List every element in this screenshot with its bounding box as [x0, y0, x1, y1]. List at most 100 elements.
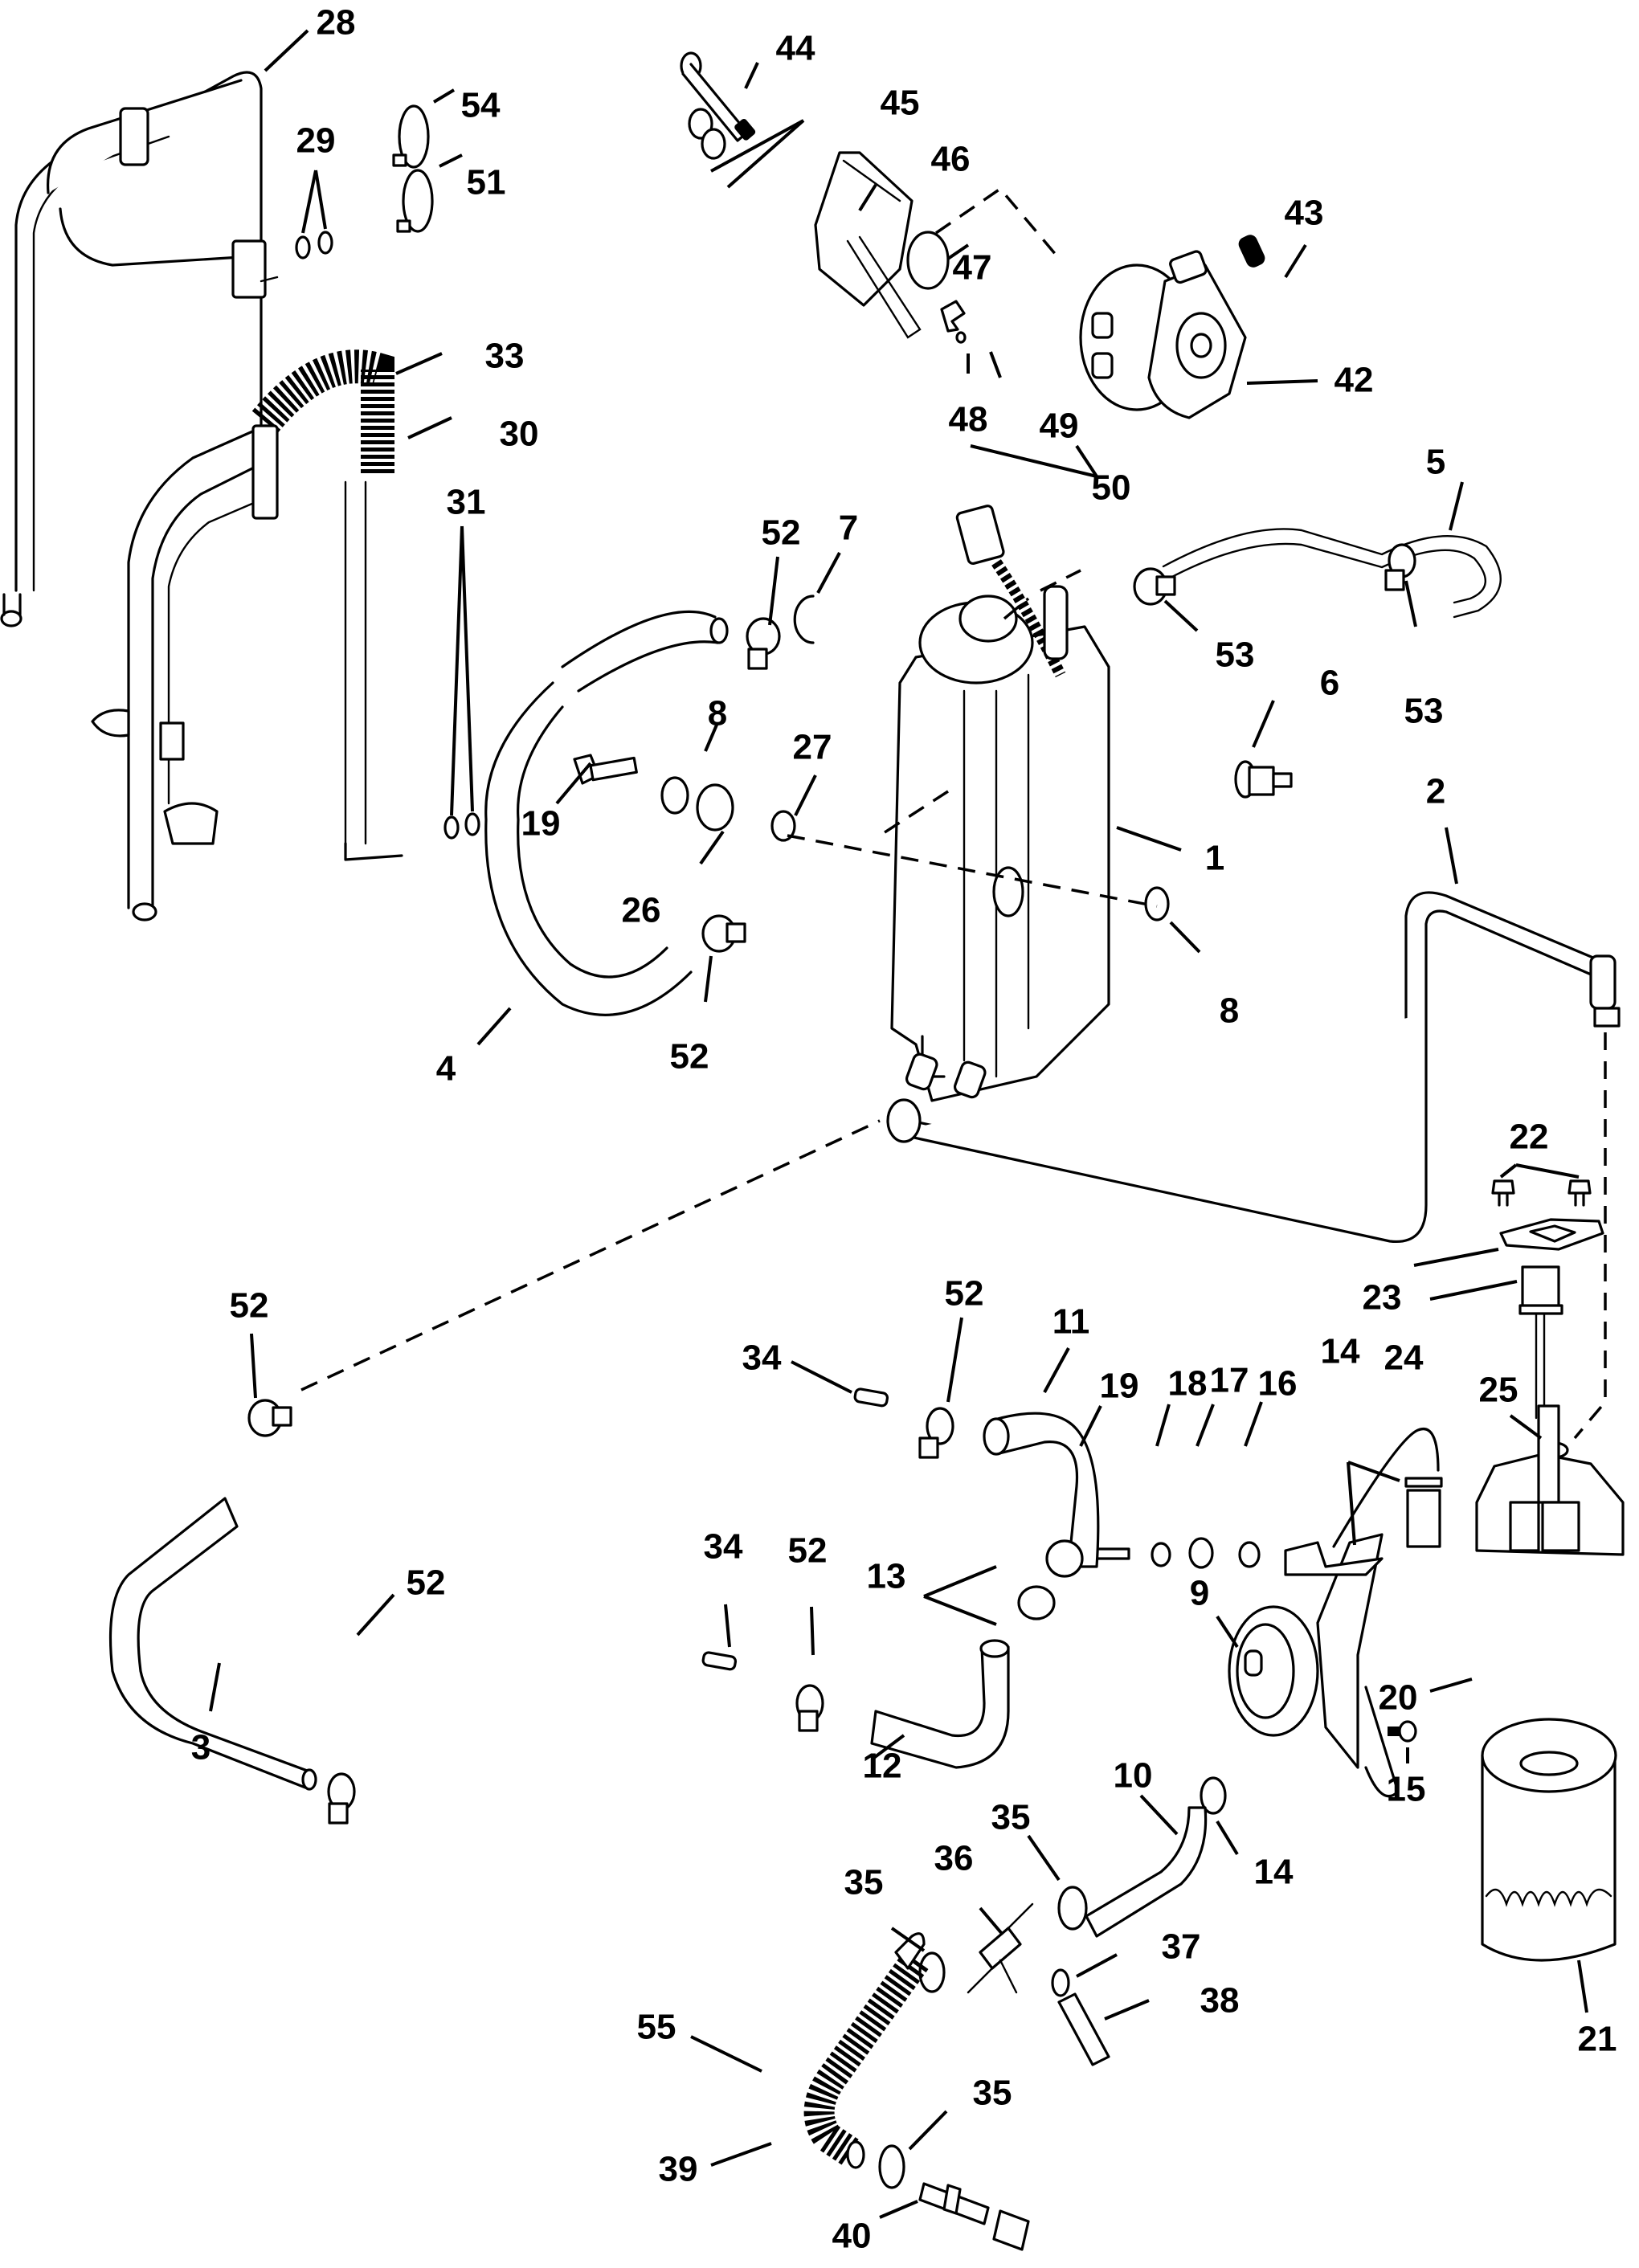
part-37-clamp [1051, 1968, 1070, 1997]
part-44-bolt [680, 51, 756, 142]
part-34-fitting-a [853, 1387, 889, 1408]
part-20-filter-head [1475, 1404, 1625, 1556]
callout-38: 38 [1200, 1981, 1240, 2021]
part-27-spacer [770, 810, 796, 842]
callout-19b: 19 [1100, 1367, 1139, 1406]
part-52-clamp-e [247, 1399, 292, 1437]
callout-21: 21 [1578, 2020, 1617, 2059]
callout-19a: 19 [521, 804, 561, 844]
part-53-clamp-b [1384, 543, 1416, 591]
callout-14a: 14 [1321, 1332, 1360, 1371]
callout-52d: 52 [788, 1531, 828, 1571]
part-49-check-ball [955, 331, 967, 344]
part-51-clamp [396, 169, 434, 233]
callout-1: 1 [1205, 839, 1224, 878]
part-54-clamp [392, 104, 430, 169]
part-9-fuel-lift-pump [1228, 1428, 1440, 1798]
part-52-clamp-f [327, 1772, 356, 1825]
callout-7: 7 [839, 509, 858, 548]
part-52-clamp-b [701, 914, 746, 953]
part-43-seal [1238, 235, 1265, 268]
part-6-fitting [1234, 760, 1293, 799]
callout-8a: 8 [708, 694, 727, 734]
part-48-retainer [940, 300, 966, 333]
part-38-hose [1057, 1992, 1110, 2066]
part-13-clamps [1017, 1539, 1084, 1620]
callout-20: 20 [1379, 1678, 1418, 1718]
part-35-clamp-b [918, 1951, 946, 1993]
callout-36: 36 [934, 1839, 974, 1878]
callout-42: 42 [1334, 361, 1374, 400]
leader-lines [209, 29, 1588, 2219]
part-2-fuel-line [886, 891, 1621, 1244]
callout-55: 55 [637, 2008, 676, 2047]
callout-44: 44 [776, 29, 815, 68]
part-22-bolts [1491, 1179, 1592, 1207]
part-24-sensor [1518, 1265, 1563, 1420]
callout-11: 11 [1052, 1302, 1090, 1342]
callout-23: 23 [1363, 1278, 1402, 1318]
part-18-washer [1151, 1542, 1171, 1567]
part-46-bracket [814, 151, 922, 339]
part-8-washer-a [660, 776, 689, 815]
callout-52e: 52 [230, 1286, 269, 1326]
callout-45: 45 [881, 84, 920, 123]
part-35-clamp-c [878, 2144, 905, 2189]
part-33-corrugated-hose [251, 349, 403, 861]
callout-25: 25 [1479, 1371, 1518, 1410]
callout-13: 13 [867, 1557, 906, 1596]
callout-16: 16 [1258, 1364, 1298, 1404]
part-45-washer-b [701, 128, 726, 160]
part-3-hose [108, 1497, 317, 1791]
part-7-e-clip [793, 595, 815, 644]
callout-37: 37 [1162, 1927, 1201, 1967]
part-10-hose [1085, 1806, 1208, 1938]
callout-35a: 35 [991, 1798, 1031, 1837]
part-47-o-ring [906, 231, 950, 290]
callout-53b: 53 [1404, 692, 1444, 731]
callout-50: 50 [1092, 468, 1131, 508]
callout-27: 27 [793, 728, 832, 767]
callout-24: 24 [1384, 1338, 1424, 1378]
part-34-fitting-b [701, 1651, 738, 1671]
callout-52a: 52 [762, 513, 801, 553]
callout-labels: 28 29 54 51 33 30 31 44 45 46 47 48 49 5… [191, 3, 1617, 2256]
part-36-tee-fitting [967, 1902, 1034, 1994]
callout-51: 51 [467, 163, 506, 202]
callout-34a: 34 [742, 1338, 782, 1378]
part-23-gasket [1499, 1218, 1604, 1251]
part-21-fuel-filter [1481, 1718, 1617, 1962]
callout-15: 15 [1387, 1770, 1426, 1809]
callout-35c: 35 [973, 2074, 1012, 2113]
callout-8b: 8 [1220, 991, 1239, 1031]
callout-49: 49 [1040, 407, 1079, 446]
callout-52b: 52 [670, 1037, 709, 1077]
part-42-pressure-regulator [1079, 250, 1247, 419]
callout-12: 12 [863, 1747, 902, 1786]
callout-30: 30 [500, 415, 539, 454]
part-1-vapor-separator [890, 595, 1110, 1102]
callout-6: 6 [1320, 664, 1339, 703]
callout-47: 47 [953, 248, 992, 288]
part-14-hose-clamp [1200, 1477, 1443, 1815]
part-52-clamp-a [746, 617, 781, 670]
part-12-hose [870, 1639, 1010, 1769]
part-5-vent-hose [1162, 528, 1502, 619]
part-40-fitting [918, 2182, 1030, 2251]
callout-26: 26 [622, 891, 661, 930]
callout-17: 17 [1210, 1361, 1249, 1400]
part-35-clamp-a [1057, 1886, 1088, 1931]
callout-5: 5 [1426, 443, 1445, 482]
part-55-corrugated-hose [803, 1932, 929, 2169]
alignment-lines [300, 186, 1607, 1440]
callout-48: 48 [949, 400, 988, 439]
part-52-clamp-c [918, 1407, 954, 1459]
callout-52f: 52 [407, 1563, 446, 1603]
part-tube-lower [91, 424, 279, 922]
part-31-o-rings [443, 812, 480, 840]
part-17-grommet [1188, 1537, 1214, 1569]
part-52-clamp-d [795, 1684, 824, 1732]
part-harness-connector [955, 505, 1069, 678]
callout-46: 46 [931, 140, 971, 179]
